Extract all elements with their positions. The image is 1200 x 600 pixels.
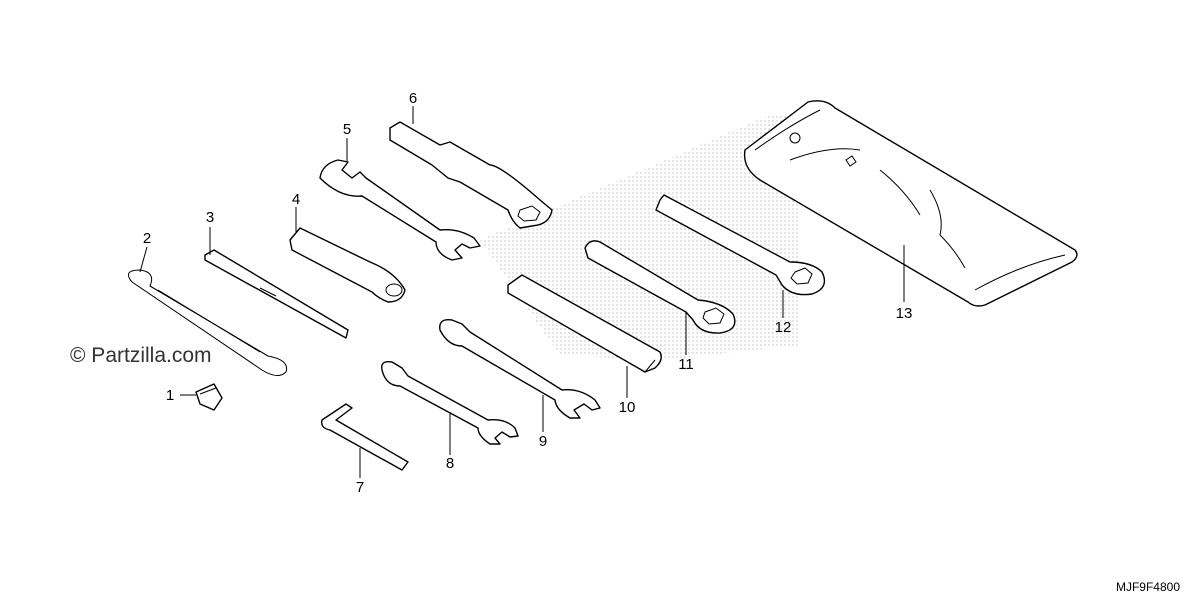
diagram-code: MJF9F4800 xyxy=(1115,580,1180,594)
callout-2: 2 xyxy=(143,230,151,247)
tool-bag-icon xyxy=(743,100,1078,307)
screwdriver-icon xyxy=(204,249,349,339)
extension-bar-icon xyxy=(507,274,662,373)
fuse-puller-icon xyxy=(195,383,223,411)
screwdriver-grip-icon xyxy=(289,227,406,303)
callout-7: 7 xyxy=(356,479,364,496)
callout-4: 4 xyxy=(292,191,300,208)
callout-9: 9 xyxy=(539,433,547,450)
callout-12: 12 xyxy=(775,319,792,336)
box-wrench-icon xyxy=(584,240,736,334)
callout-11: 11 xyxy=(678,356,694,373)
callout-6: 6 xyxy=(409,90,417,107)
callout-5: 5 xyxy=(343,121,351,138)
leader-lines xyxy=(139,106,905,478)
open-end-wrench-small-icon xyxy=(381,360,519,445)
hex-key-icon xyxy=(320,403,409,471)
callout-3: 3 xyxy=(206,209,214,226)
open-end-wrench-medium-icon xyxy=(439,319,601,419)
spark-plug-wrench-icon xyxy=(389,121,553,229)
callout-1: 1 xyxy=(166,387,174,404)
callout-8: 8 xyxy=(446,455,454,472)
helmet-holder-cable-icon xyxy=(127,269,288,376)
callout-10: 10 xyxy=(619,399,636,416)
watermark: © Partzilla.com xyxy=(70,344,212,367)
callout-13: 13 xyxy=(896,305,913,322)
box-wrench-large-icon xyxy=(655,194,826,296)
open-end-wrench-icon xyxy=(319,159,481,261)
